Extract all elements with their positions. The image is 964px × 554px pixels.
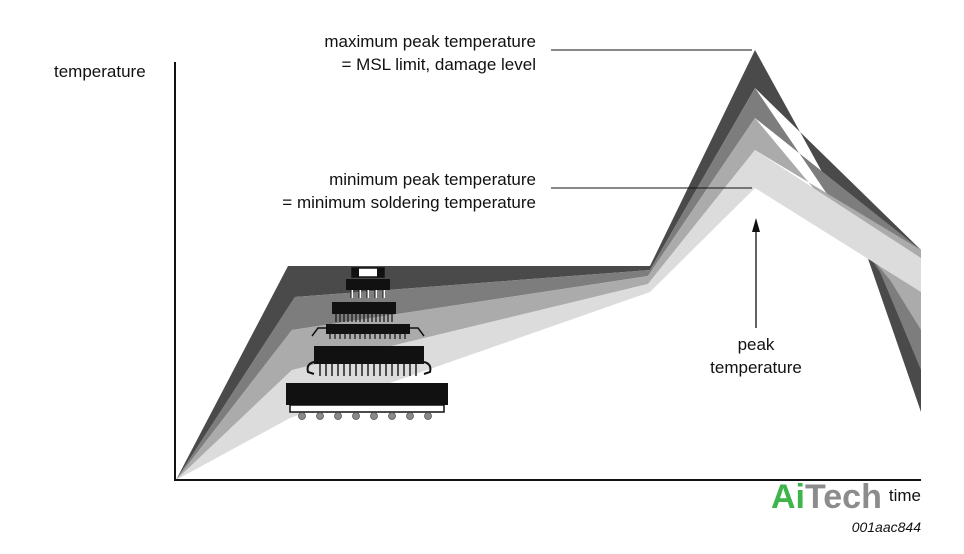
max-peak-label-line2: = MSL limit, damage level: [342, 55, 536, 74]
x-axis-label: time: [889, 486, 921, 505]
min-peak-label-line1: minimum peak temperature: [329, 170, 536, 189]
peak-label-line2: temperature: [710, 358, 802, 377]
aitech-watermark-logo: AiTech: [771, 478, 882, 516]
bga-package: [286, 383, 448, 420]
peak-arrow-head: [752, 218, 760, 232]
component-packages: [286, 267, 448, 420]
max-peak-label-line1: maximum peak temperature: [324, 32, 536, 51]
small-outline-package: [346, 279, 390, 298]
y-axis-label: temperature: [54, 62, 146, 81]
profile-band-4: [176, 150, 921, 480]
chip-component: [351, 267, 385, 278]
gull-wing-package: [311, 324, 425, 339]
peak-label-line1: peak: [738, 335, 775, 354]
watermark-part2: Tech: [805, 478, 882, 516]
profile-band-3: [176, 118, 921, 480]
profile-band-2: [176, 88, 921, 480]
watermark-part1: Ai: [771, 478, 805, 516]
temperature-profile-bands: [176, 50, 921, 480]
callout-lines: [551, 49, 760, 328]
min-peak-label-line2: = minimum soldering temperature: [282, 193, 536, 212]
axes: [174, 62, 921, 481]
medium-so-package: [332, 302, 396, 322]
j-lead-package: [306, 346, 432, 376]
figure-code: 001aac844: [852, 519, 922, 535]
